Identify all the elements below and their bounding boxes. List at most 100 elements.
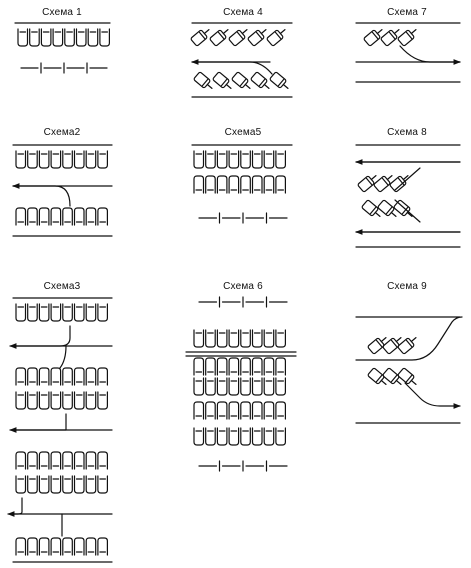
car-icon <box>17 28 29 47</box>
car-icon <box>38 150 50 169</box>
scheme-3-title: Схема3 <box>43 281 81 292</box>
scheme-9-title: Схема 9 <box>387 281 427 292</box>
angled-car-icon <box>363 29 383 47</box>
car-icon <box>50 367 62 386</box>
angled-car-icon <box>250 71 270 89</box>
car-icon <box>73 451 85 470</box>
scheme-9-car-row-bottom <box>367 367 417 385</box>
scheme-6-marking-top <box>198 296 288 308</box>
car-icon <box>205 357 216 376</box>
scheme-9-diagram <box>355 316 463 424</box>
car-icon <box>228 427 240 446</box>
car-icon <box>251 329 263 348</box>
scheme-8-title: Схема 8 <box>387 127 427 138</box>
car-icon <box>240 329 251 348</box>
scheme-3-car-row-1 <box>15 303 109 322</box>
car-icon <box>263 357 275 376</box>
car-icon <box>73 303 85 322</box>
car-icon <box>75 28 87 47</box>
car-icon <box>193 329 205 348</box>
car-icon <box>97 367 109 386</box>
car-icon <box>50 207 62 226</box>
car-icon <box>38 303 50 322</box>
angled-car-icon <box>357 175 377 193</box>
car-icon <box>73 391 85 410</box>
car-icon <box>15 451 27 470</box>
car-icon <box>193 175 205 194</box>
scheme-4-car-row-bottom <box>193 71 289 89</box>
car-icon <box>85 451 97 470</box>
car-icon <box>15 475 27 494</box>
car-icon <box>73 475 85 494</box>
car-icon <box>205 427 216 446</box>
scheme-6-car-row-5 <box>193 427 286 446</box>
angled-car-icon <box>389 175 409 193</box>
car-icon <box>193 377 205 396</box>
scheme-8-diagram <box>355 144 461 248</box>
angled-car-icon <box>373 175 393 193</box>
car-icon <box>38 367 50 386</box>
car-icon <box>228 377 240 396</box>
car-icon <box>205 401 216 420</box>
scheme-3-arrow-1 <box>9 325 71 349</box>
car-icon <box>38 537 50 556</box>
car-icon <box>263 401 275 420</box>
scheme-7-diagram <box>355 22 461 83</box>
angled-car-icon <box>397 367 417 385</box>
scheme-5-title: Схема5 <box>224 127 262 138</box>
scheme-5-marking <box>198 212 288 224</box>
scheme-2-title: Схема2 <box>43 127 81 138</box>
scheme-4-diagram <box>190 22 293 98</box>
car-icon <box>97 475 109 494</box>
car-icon <box>228 401 240 420</box>
scheme-1-car-row <box>17 28 111 47</box>
car-icon <box>193 150 205 169</box>
car-icon <box>228 175 240 194</box>
scheme-3-car-row-6 <box>15 537 109 556</box>
car-icon <box>251 357 263 376</box>
scheme-3-arrow-4 <box>7 497 23 517</box>
angled-car-icon <box>247 29 267 47</box>
car-icon <box>216 175 228 194</box>
car-icon <box>50 391 62 410</box>
scheme-2-car-row-bottom <box>15 207 109 226</box>
car-icon <box>85 367 97 386</box>
car-icon <box>240 150 251 169</box>
scheme-1-title: Схема 1 <box>42 7 82 18</box>
scheme-6-title: Схема 6 <box>223 281 263 292</box>
car-icon <box>85 207 97 226</box>
car-icon <box>38 207 50 226</box>
car-icon <box>62 207 73 226</box>
scheme-8-diag-stroke-bottom <box>394 199 421 223</box>
scheme-2-traffic-arrow <box>12 183 71 207</box>
scheme-3-car-row-4 <box>15 451 109 470</box>
scheme-6-marking-bottom <box>198 460 288 472</box>
car-icon <box>27 391 38 410</box>
car-icon <box>240 357 251 376</box>
car-icon <box>251 377 263 396</box>
car-icon <box>216 329 228 348</box>
car-icon <box>27 475 38 494</box>
car-icon <box>62 391 73 410</box>
car-icon <box>27 537 38 556</box>
scheme-4-title: Схема 4 <box>223 7 263 18</box>
angled-car-icon <box>212 71 232 89</box>
angled-car-icon <box>382 337 402 355</box>
angled-car-icon <box>397 29 417 47</box>
car-icon <box>193 401 205 420</box>
angled-car-icon <box>209 29 229 47</box>
car-icon <box>62 451 73 470</box>
scheme-4-traffic-arrow <box>191 59 273 75</box>
car-icon <box>263 329 275 348</box>
car-icon <box>64 28 75 47</box>
car-icon <box>97 207 109 226</box>
car-icon <box>85 303 97 322</box>
car-icon <box>97 537 109 556</box>
car-icon <box>38 475 50 494</box>
car-icon <box>15 207 27 226</box>
car-icon <box>99 28 111 47</box>
angled-car-icon <box>397 337 417 355</box>
scheme-5-car-row-1 <box>193 150 286 169</box>
scheme-8-diag-stroke-top <box>394 167 421 191</box>
